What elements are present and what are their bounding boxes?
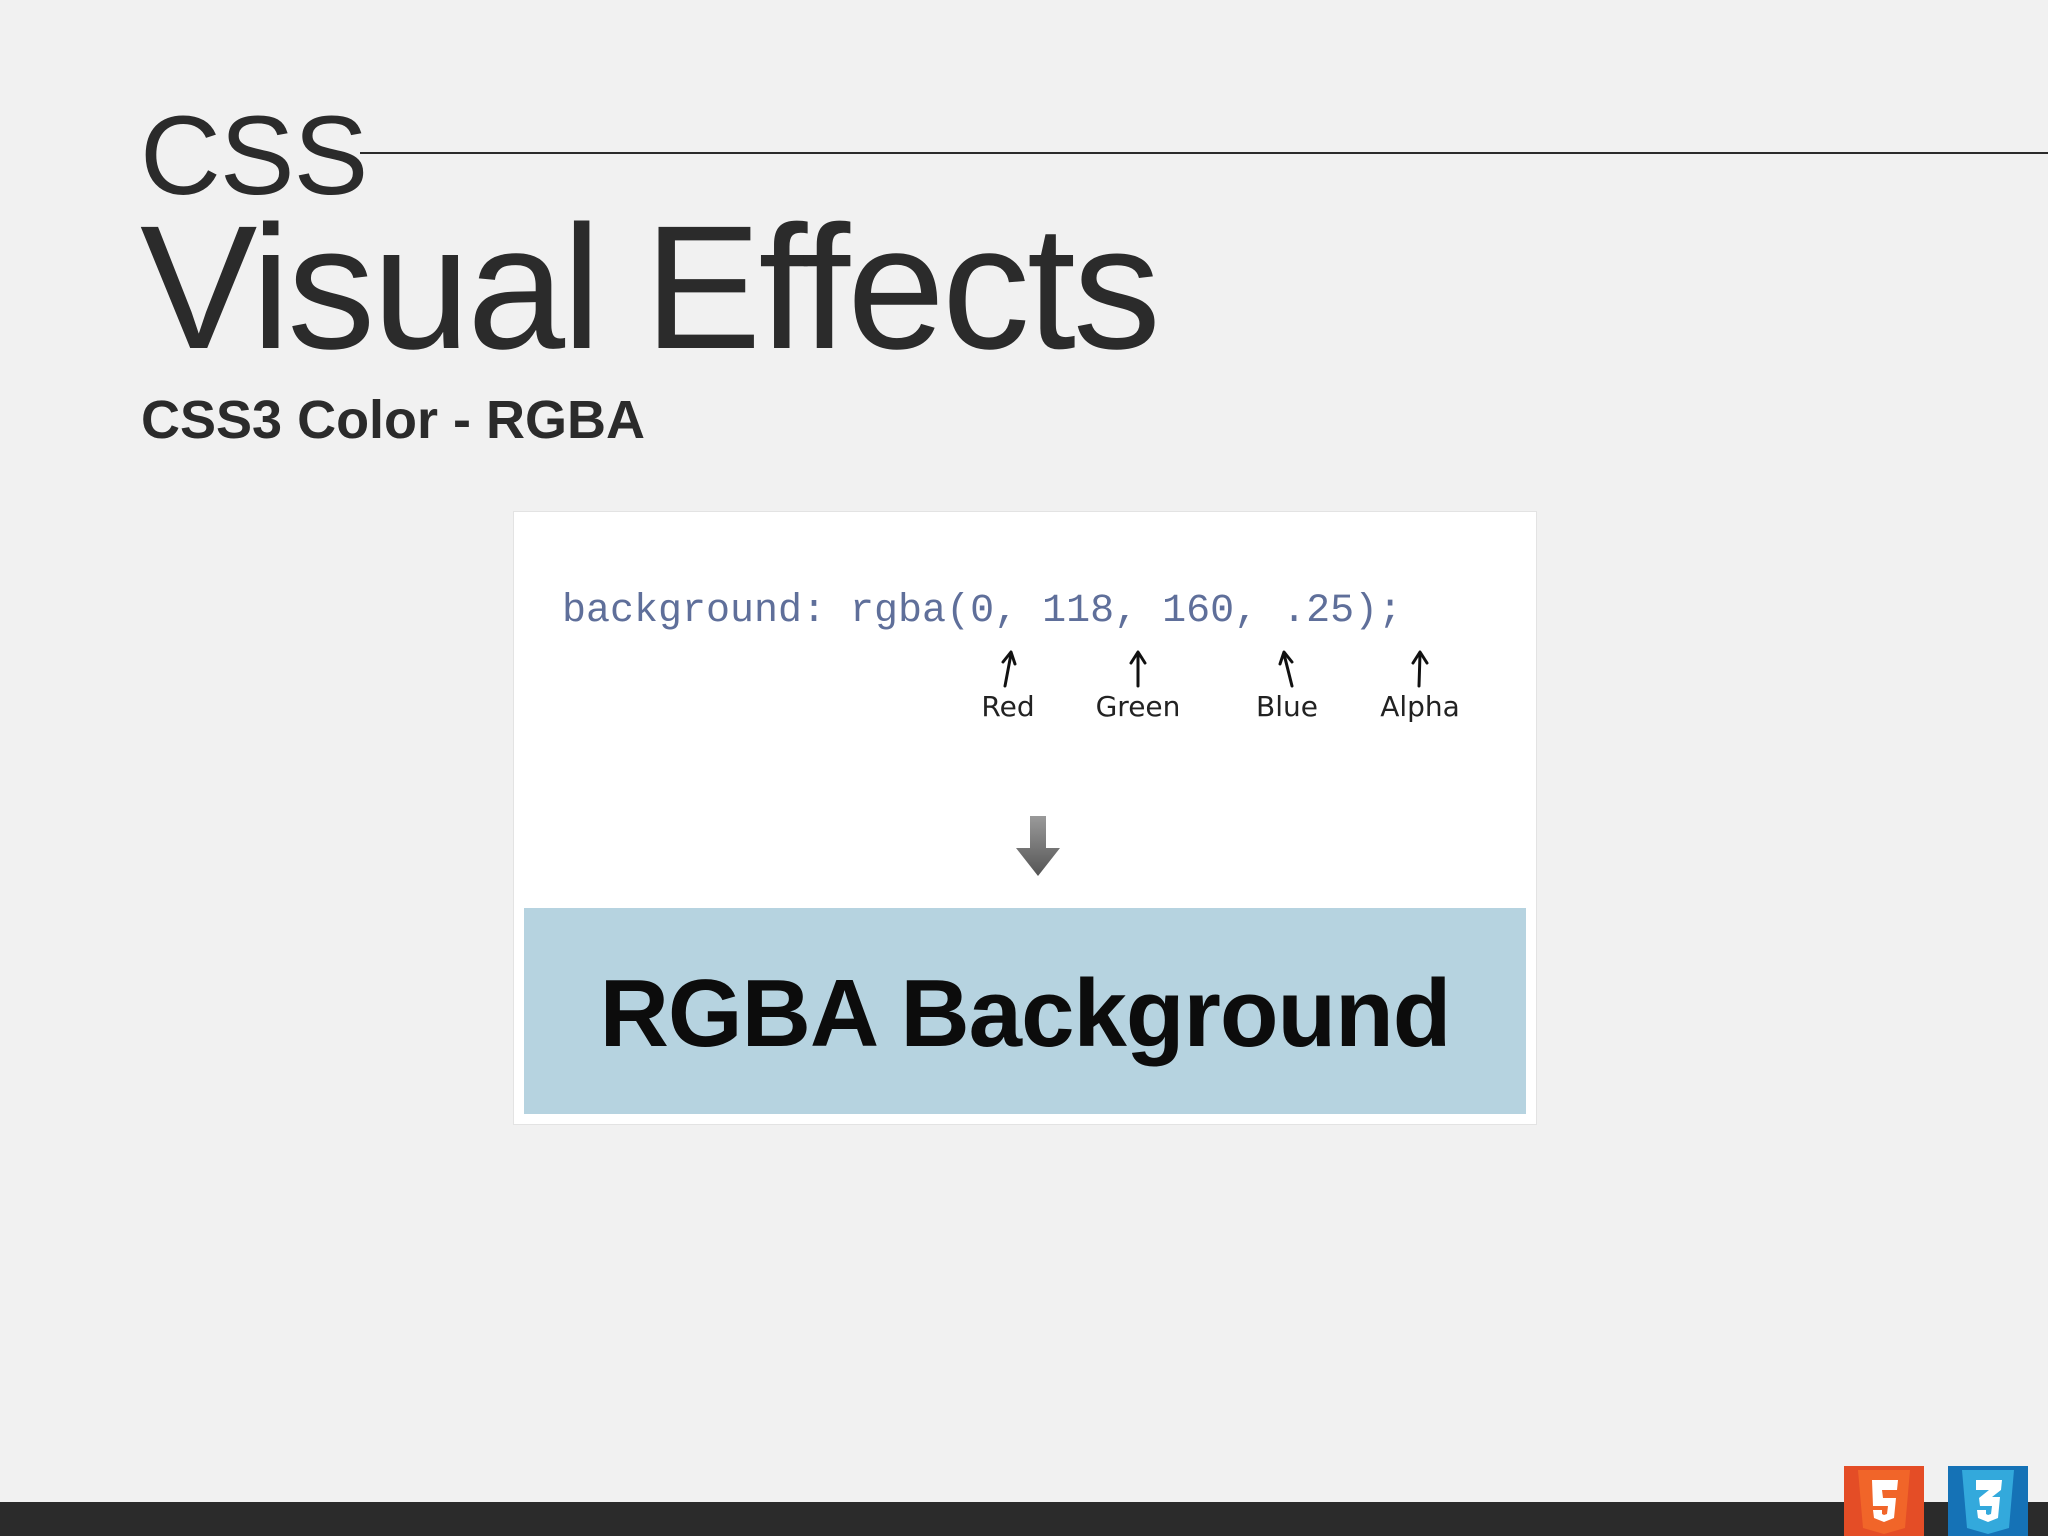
html5-logo-icon [1844, 1466, 1924, 1536]
annotation-red: Red [948, 648, 1068, 724]
slide-title-small: CSS [140, 93, 368, 218]
arrow-up-icon [1411, 650, 1429, 688]
rgba-example-figure: background: rgba(0, 118, 160, .25); Red … [514, 512, 1536, 1124]
annotation-label-alpha: Alpha [1380, 690, 1460, 723]
css3-logo-icon [1948, 1466, 2028, 1536]
footer-bar [0, 1502, 2048, 1536]
arrow-down-icon [1016, 816, 1060, 876]
annotation-label-blue: Blue [1256, 690, 1318, 723]
title-divider-line [360, 152, 2048, 154]
annotation-label-green: Green [1095, 690, 1181, 723]
slide-title-large: Visual Effects [140, 190, 1161, 386]
arrow-up-icon [1278, 650, 1294, 688]
arrow-up-icon [1129, 650, 1147, 688]
annotation-label-red: Red [981, 690, 1035, 723]
slide-subtitle: CSS3 Color - RGBA [141, 390, 646, 450]
annotation-blue: Blue [1227, 648, 1347, 724]
annotation-alpha: Alpha [1360, 648, 1480, 724]
code-sample: background: rgba(0, 118, 160, .25); [562, 589, 1403, 634]
rgba-background-label: RGBA Background [599, 960, 1452, 1067]
annotation-green: Green [1078, 648, 1198, 724]
rgba-background-sample: RGBA Background [524, 908, 1526, 1114]
arrow-up-icon [1001, 650, 1017, 688]
